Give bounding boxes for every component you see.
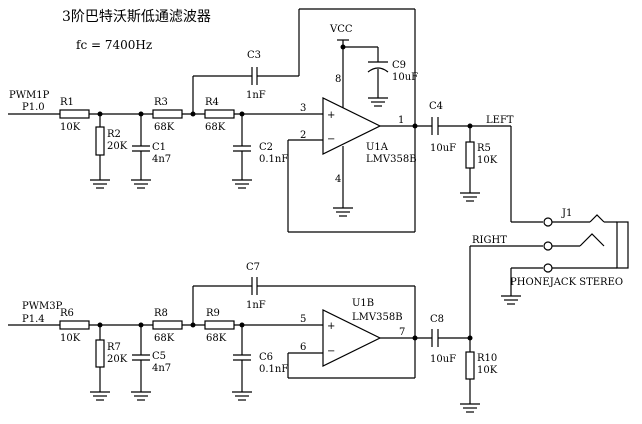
u1a-plus: + (327, 110, 335, 121)
ground-symbol-c5 (131, 391, 151, 401)
u1b-pin-out: 7 (399, 327, 405, 338)
c6-value: 0.1nF (259, 364, 288, 375)
resistor-r10: R10 10K (465, 338, 498, 404)
c1-ref: C1 (152, 142, 166, 153)
capacitor-c9: C9 10uF (367, 47, 418, 98)
capacitor-c4: C4 10uF (429, 101, 456, 154)
c2-ref: C2 (259, 142, 273, 153)
c5-value: 4n7 (152, 363, 171, 374)
ground-symbol-u1 (333, 207, 353, 217)
u1a-pin-minus: 2 (300, 130, 306, 141)
c7-ref: C7 (246, 262, 260, 273)
ground-symbol-r7 (90, 391, 110, 401)
r5-value: 10K (477, 155, 498, 166)
channel-2-filter: PWM3P P1.4 R6 10K R7 20K C5 (8, 235, 543, 413)
input-net-pwm1p: PWM1P (9, 90, 50, 101)
r8-value: 68K (154, 333, 175, 344)
r9-value: 68K (206, 333, 227, 344)
resistor-r1: R1 10K (59, 97, 90, 133)
u1b-minus: − (327, 346, 335, 357)
r9-ref: R9 (206, 308, 220, 319)
r5-ref: R5 (477, 143, 491, 154)
ground-symbol-c9 (368, 97, 388, 107)
c2-value: 0.1nF (259, 154, 288, 165)
ground-symbol-c6 (232, 391, 252, 401)
r10-value: 10K (477, 365, 498, 376)
j1-ref: J1 (561, 208, 572, 219)
r8-ref: R8 (154, 308, 168, 319)
c8-value: 10uF (430, 354, 456, 365)
c1-value: 4n7 (152, 154, 171, 165)
u1a-pin-vcc: 8 (335, 74, 341, 85)
r7-value: 20K (107, 354, 128, 365)
c8-ref: C8 (430, 314, 444, 325)
capacitor-c1: C1 4n7 (132, 114, 171, 180)
resistor-r2: R2 20K (95, 114, 128, 180)
u1a-minus: − (327, 134, 335, 145)
resistor-r7: R7 20K (95, 325, 128, 392)
c9-ref: C9 (392, 60, 406, 71)
r10-ref: R10 (477, 353, 497, 364)
output-net-left: LEFT (486, 115, 514, 126)
c5-ref: C5 (152, 351, 166, 362)
ground-symbol-jack (501, 295, 521, 305)
opamp-u1a: + − 3 2 1 8 4 U1A LMV358B (300, 74, 417, 185)
r6-value: 10K (60, 333, 81, 344)
ground-symbol-r5 (460, 192, 480, 202)
output-net-right: RIGHT (472, 235, 507, 246)
r3-ref: R3 (154, 97, 168, 108)
capacitor-c5: C5 4n7 (132, 325, 171, 392)
c3-value: 1nF (246, 90, 266, 101)
u1a-pin-out: 1 (398, 115, 404, 126)
u1a-ref: U1A (366, 142, 389, 153)
r3-value: 68K (154, 122, 175, 133)
input-pin-p1-0: P1.0 (22, 102, 45, 113)
vcc-label: VCC (329, 24, 353, 35)
r1-ref: R1 (60, 97, 74, 108)
r6-ref: R6 (60, 308, 74, 319)
input-pin-p1-4: P1.4 (22, 314, 45, 325)
u1b-pin-plus: 5 (300, 314, 306, 325)
u1b-pin-minus: 6 (300, 342, 306, 353)
c9-value: 10uF (392, 72, 418, 83)
u1a-pin-gnd: 4 (335, 174, 341, 185)
channel-1-filter: PWM1P P1.0 R1 10K R2 20K (8, 8, 543, 233)
resistor-r5: R5 10K (465, 126, 498, 193)
ground-symbol-c2 (232, 179, 252, 189)
c3-ref: C3 (247, 50, 261, 61)
resistor-r4: R4 68K (204, 97, 235, 133)
r2-value: 20K (107, 141, 128, 152)
opamp-u1b: + − 5 6 7 U1B LMV358B (300, 298, 405, 367)
r4-value: 68K (205, 122, 226, 133)
ground-symbol-r10 (460, 403, 480, 413)
resistor-r9: R9 68K (204, 308, 235, 344)
r2-ref: R2 (107, 129, 121, 140)
capacitor-c6: C6 0.1nF (233, 325, 288, 392)
input-net-pwm3p: PWM3P (22, 301, 63, 312)
c4-value: 10uF (430, 143, 456, 154)
ground-symbol-c1 (131, 179, 151, 189)
capacitor-c2: C2 0.1nF (233, 114, 288, 180)
resistor-r6: R6 10K (59, 308, 90, 344)
ground-symbol-r2 (90, 179, 110, 189)
schematic-title: 3阶巴特沃斯低通滤波器 (62, 9, 211, 25)
u1b-ref: U1B (352, 298, 374, 309)
resistor-r3: R3 68K (152, 97, 183, 133)
u1b-plus: + (327, 321, 335, 332)
jack-name: PHONEJACK STEREO (510, 277, 623, 288)
r4-ref: R4 (205, 97, 219, 108)
u1b-part: LMV358B (352, 312, 403, 323)
c4-ref: C4 (429, 101, 443, 112)
u1a-pin-plus: 3 (300, 103, 306, 114)
c7-value: 1nF (246, 300, 266, 311)
resistor-r8: R8 68K (152, 308, 183, 344)
r7-ref: R7 (107, 342, 121, 353)
phone-jack-j1: J1 PHONEJACK STEREO (501, 208, 629, 305)
u1a-part: LMV358B (366, 154, 417, 165)
cutoff-frequency: fc = 7400Hz (76, 38, 152, 52)
c6-ref: C6 (259, 352, 273, 363)
capacitor-c8: C8 10uF (430, 314, 456, 365)
r1-value: 10K (60, 122, 81, 133)
